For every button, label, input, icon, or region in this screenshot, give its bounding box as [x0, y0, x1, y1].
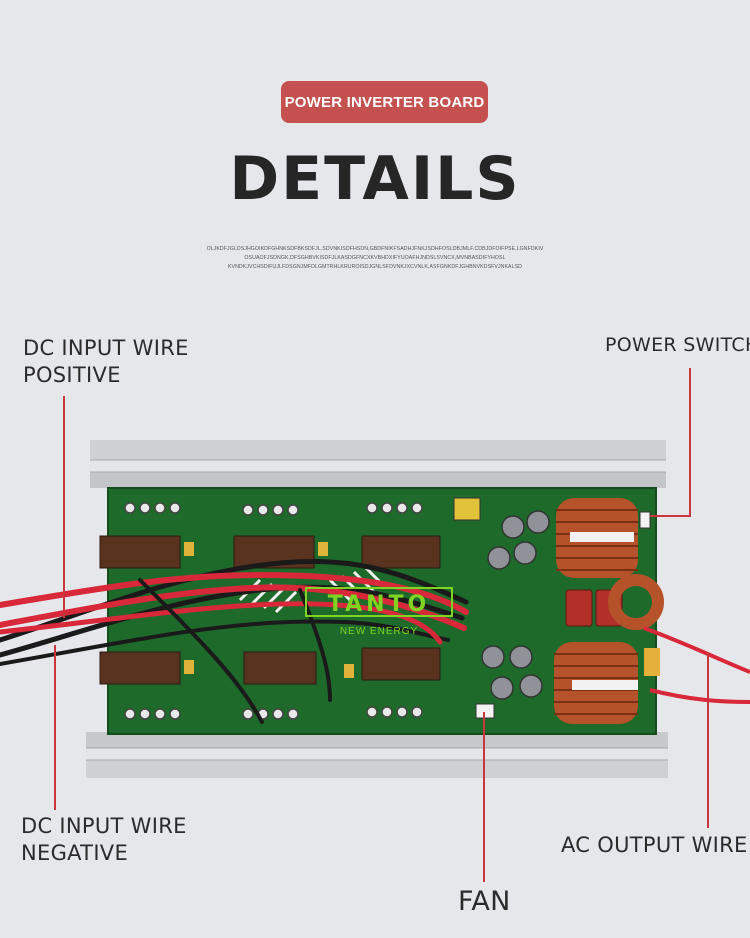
inverter-board-photo: TANTO NEW ENERGY	[0, 368, 750, 882]
product-badge: POWER INVERTER BOARD	[281, 81, 488, 123]
bottom-heatsink	[86, 732, 668, 778]
top-heatsink	[90, 440, 666, 488]
logo-subtext: NEW ENERGY	[340, 626, 418, 637]
ac-output-label: AC OUTPUT WIRE	[561, 833, 748, 857]
electrolytic-capacitors	[481, 510, 550, 700]
small-toroid	[608, 574, 664, 630]
page-title: DETAILS	[229, 144, 521, 214]
dc-input-negative-label: DC INPUT WIRE NEGATIVE	[21, 814, 187, 865]
toroid-top	[556, 498, 638, 578]
capacitor-row-bottom	[124, 706, 423, 720]
callout-leader-lines	[54, 368, 709, 882]
filler-text: OLJKDFJGLDSJHGOIKDFGHNKSDFBKSDFJL,SDVNKI…	[120, 245, 630, 272]
logo-text: TANTO	[328, 592, 430, 617]
ac-output-wires	[643, 626, 750, 704]
brand-logo: TANTO NEW ENERGY	[305, 587, 453, 637]
toroid-bottom	[554, 642, 638, 724]
transformer-blocks	[99, 535, 441, 685]
dc-input-wires	[0, 558, 469, 724]
dc-input-positive-label: DC INPUT WIRE POSITIVE	[23, 336, 189, 387]
filler-line: OLJKDFJGLDSJHGOIKDFGHNKSDFBKSDFJL,SDVNKI…	[206, 246, 544, 252]
power-switch	[639, 511, 651, 529]
filler-line: KVNDKJVCHSDIFUJLFDSGNJMFDLGMTRHLKRUROISD…	[227, 264, 523, 270]
fan-label: FAN	[458, 886, 511, 917]
power-switch-label: POWER SWITCH	[605, 334, 750, 356]
filler-line: OSUAOFJSDNGK,DFSGHBVKISDFJLKASDGFNCXKVBH…	[244, 255, 506, 261]
capacitor-row-top	[124, 502, 423, 516]
